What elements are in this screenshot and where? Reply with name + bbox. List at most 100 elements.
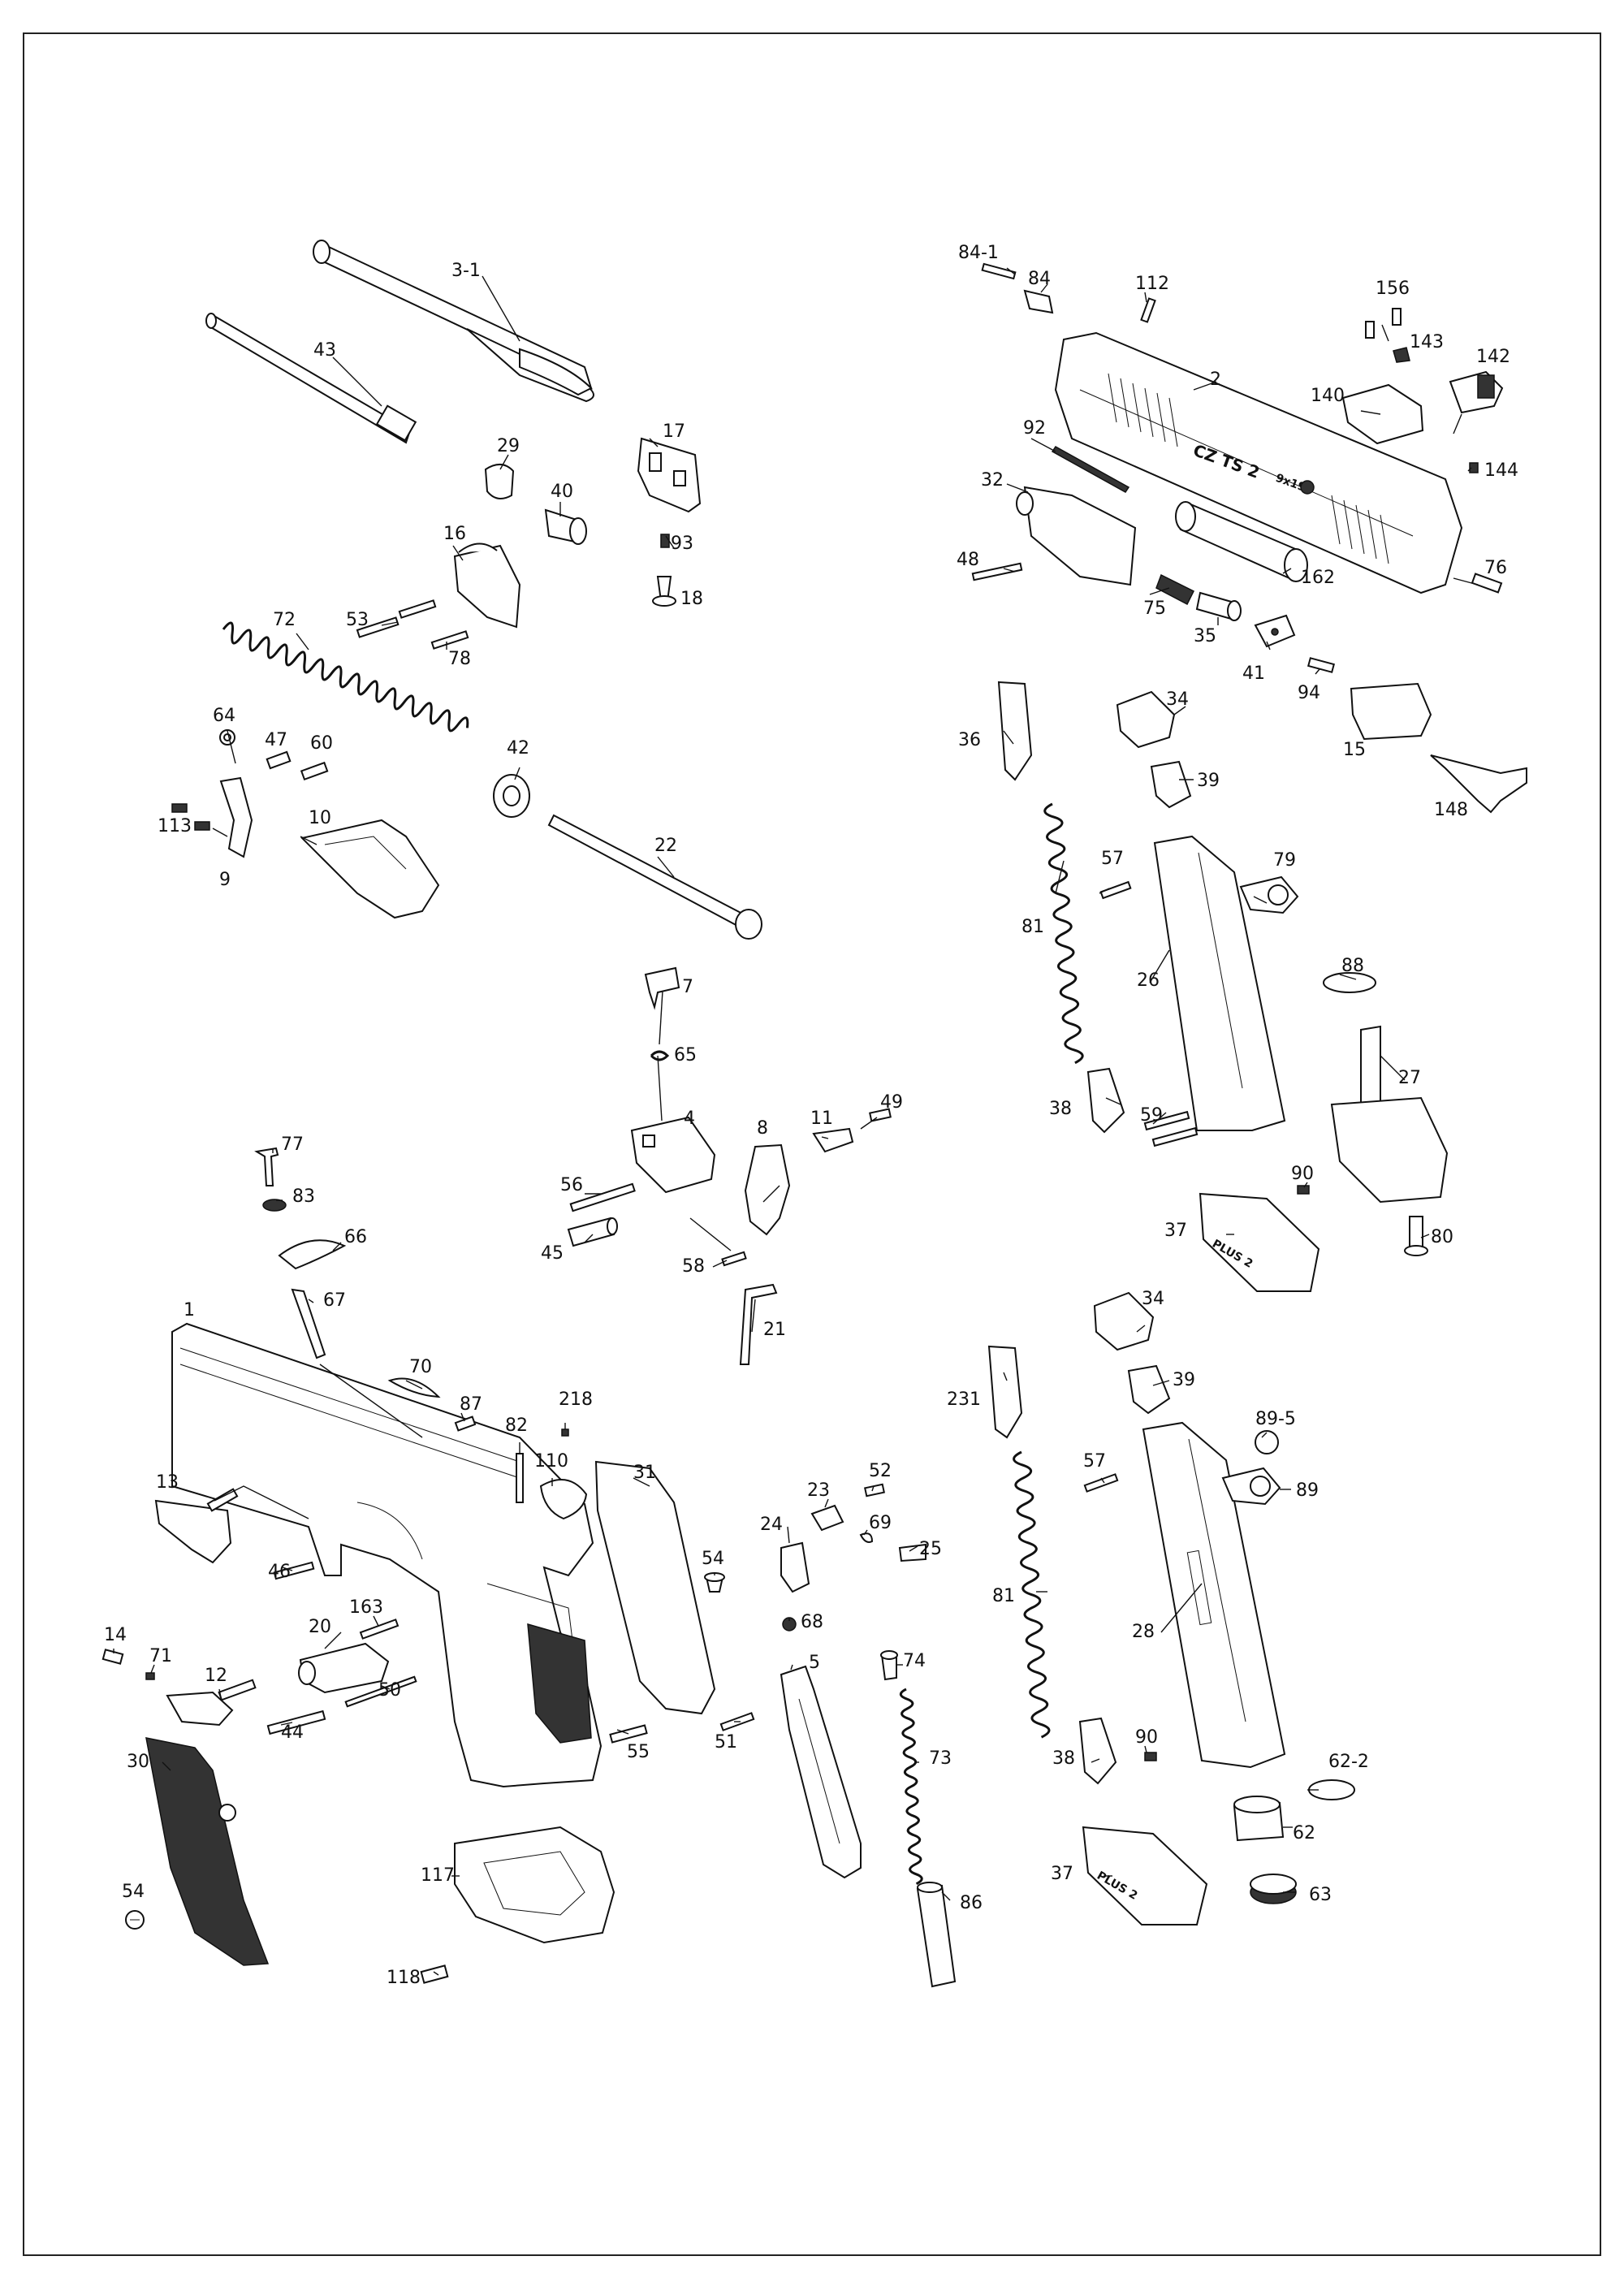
spring-65 [650,1050,670,1061]
recoil-spring-72 [222,621,469,733]
callout-55: 55 [627,1742,650,1762]
screw-90-lower [1144,1752,1157,1761]
screw-54-left [125,1910,145,1930]
callout-112: 112 [1135,274,1169,294]
pin-44 [266,1709,326,1735]
guide-rod-22 [547,814,762,940]
part-35 [1195,591,1242,621]
mag-spring-81-upper [1043,802,1084,1065]
callout-34-upper: 34 [1166,689,1189,710]
callout-66: 66 [344,1227,367,1247]
callout-71: 71 [149,1646,172,1666]
callout-13: 13 [156,1472,179,1493]
part-15 [1350,682,1432,741]
part-5 [780,1665,862,1879]
callout-31: 31 [633,1463,656,1483]
callout-92: 92 [1023,418,1046,439]
callout-49: 49 [880,1092,903,1113]
part-14-71 [102,1649,155,1680]
callout-110: 110 [534,1451,568,1472]
callout-25: 25 [919,1539,942,1559]
part-110 [539,1479,588,1520]
screw-94 [1307,657,1336,673]
part-89 [1221,1467,1281,1506]
part-7 [644,966,680,1010]
slide-2: CZ TS 2 9x19 [1054,331,1463,594]
part-24 [780,1541,810,1593]
callout-11: 11 [810,1109,833,1129]
callout-48: 48 [957,550,979,570]
callout-148: 148 [1434,800,1468,820]
callout-42: 42 [507,738,529,759]
callout-23: 23 [807,1480,830,1501]
callout-162: 162 [1301,568,1335,588]
callout-65: 65 [674,1045,697,1065]
oring-89-5 [1255,1430,1279,1454]
callout-90-lower: 90 [1135,1727,1158,1748]
part-41 [1254,614,1296,648]
callout-231: 231 [947,1390,981,1410]
part-34-lower [1093,1291,1155,1351]
part-36 [997,681,1033,781]
callout-1: 1 [184,1300,195,1320]
grip-panel-30 [145,1737,270,1966]
frame-1 [171,1322,603,1788]
callout-50: 50 [378,1680,401,1701]
part-52 [864,1483,885,1498]
rear-sight-group-140-156-143-142-144 [1341,308,1504,473]
screw-54-center [704,1572,725,1593]
callout-113: 113 [158,816,192,836]
part-39-upper [1150,760,1192,809]
barrel-43 [205,313,417,444]
part-231 [987,1345,1023,1439]
callout-47: 47 [265,730,287,750]
screw-118 [420,1964,449,1984]
callout-2: 2 [1210,370,1221,390]
pins-53-78 [356,599,469,650]
part-23 [810,1504,844,1532]
callout-93: 93 [671,534,693,554]
part-63 [1250,1874,1297,1904]
callout-68: 68 [801,1612,823,1632]
pin-48 [971,562,1023,581]
part-42 [493,774,530,818]
callout-14: 14 [104,1625,127,1645]
pins-84-1-84-112 [981,262,1156,323]
part-32 [1016,486,1137,586]
callout-84: 84 [1028,269,1051,289]
part-34-upper [1116,690,1176,749]
baseplate-37-upper: PLUS 2 [1199,1192,1320,1292]
callout-43: 43 [313,340,336,361]
callout-46: 46 [268,1562,291,1582]
callout-118: 118 [387,1968,421,1988]
callout-143: 143 [1410,332,1444,352]
callout-37-upper: 37 [1164,1221,1187,1241]
barrel-sleeve-3-1 [313,240,594,403]
part-8 [744,1143,791,1236]
callout-41: 41 [1242,663,1265,684]
callout-81-lower: 81 [992,1586,1015,1606]
callout-60: 60 [310,733,333,754]
callout-89-5: 89-5 [1255,1409,1296,1429]
callout-57-upper: 57 [1101,849,1124,869]
part-45 [567,1217,618,1247]
part-76 [1471,573,1503,594]
callout-87: 87 [460,1394,482,1415]
baseplate-37-lower: PLUS 2 [1082,1826,1208,1925]
callout-81-upper: 81 [1021,917,1044,937]
callout-3-1: 3-1 [451,261,481,281]
callout-75: 75 [1143,599,1166,619]
callout-70: 70 [409,1357,432,1377]
callout-35: 35 [1194,626,1216,646]
callout-156: 156 [1376,279,1410,299]
part-67 [291,1288,326,1359]
part-83 [262,1199,287,1212]
callout-32: 32 [981,470,1004,491]
callout-140: 140 [1311,386,1345,406]
callout-117: 117 [421,1865,455,1886]
screw-49 [869,1108,892,1122]
callout-44: 44 [281,1722,304,1743]
callout-67: 67 [323,1290,346,1311]
callout-80: 80 [1431,1227,1453,1247]
